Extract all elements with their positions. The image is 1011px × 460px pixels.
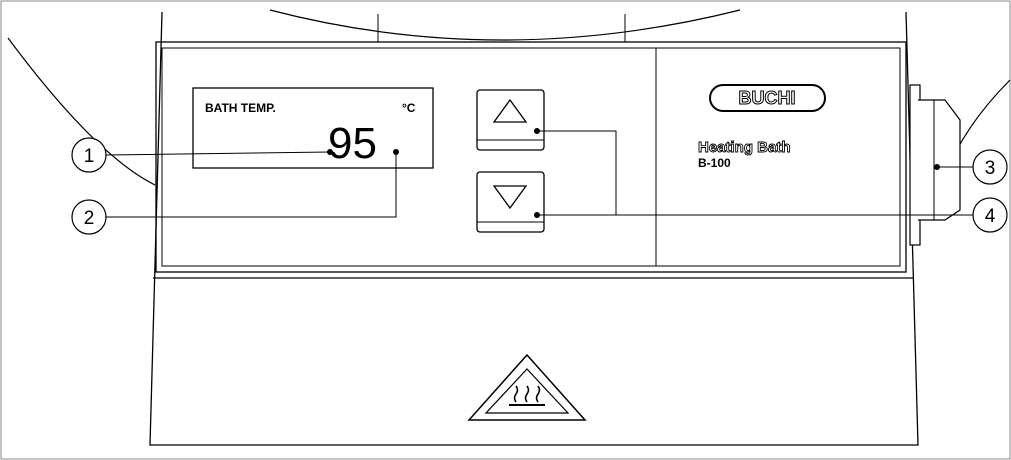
triangle-up-icon xyxy=(492,98,528,123)
buchi-logo: BUCHI xyxy=(739,88,796,108)
triangle-down-icon xyxy=(492,185,528,210)
up-button[interactable] xyxy=(476,89,545,151)
model-number: B-100 xyxy=(698,156,731,170)
buchi-logo-frame xyxy=(709,84,826,112)
display-unit: °C xyxy=(402,101,416,115)
control-panel-inner xyxy=(161,47,901,267)
display-label: BATH TEMP. xyxy=(205,101,276,115)
callout-4: 4 xyxy=(972,197,1008,233)
callout-4-up-point xyxy=(534,128,540,134)
callout-1: 1 xyxy=(71,137,107,173)
lcd-display xyxy=(192,87,434,169)
leader-line-4a xyxy=(537,130,974,216)
callout-number: 1 xyxy=(84,146,95,167)
callout-number: 4 xyxy=(985,206,996,227)
leader-line-1 xyxy=(105,151,331,156)
callout-3: 3 xyxy=(972,149,1008,185)
leader-line-2 xyxy=(106,152,397,218)
temperature-value: 95 xyxy=(328,119,377,168)
power-switch xyxy=(918,99,961,221)
product-name: Heating Bath xyxy=(698,139,791,156)
callout-4-down-point xyxy=(534,212,540,218)
hot-surface-warning-icon xyxy=(467,353,587,421)
callout-number: 3 xyxy=(985,158,996,179)
bath-left-arc xyxy=(7,37,156,186)
callout-number: 2 xyxy=(84,208,95,229)
down-button[interactable] xyxy=(476,171,545,233)
callout-2: 2 xyxy=(71,199,107,235)
bath-top-arc xyxy=(269,9,741,41)
control-panel xyxy=(155,41,907,273)
